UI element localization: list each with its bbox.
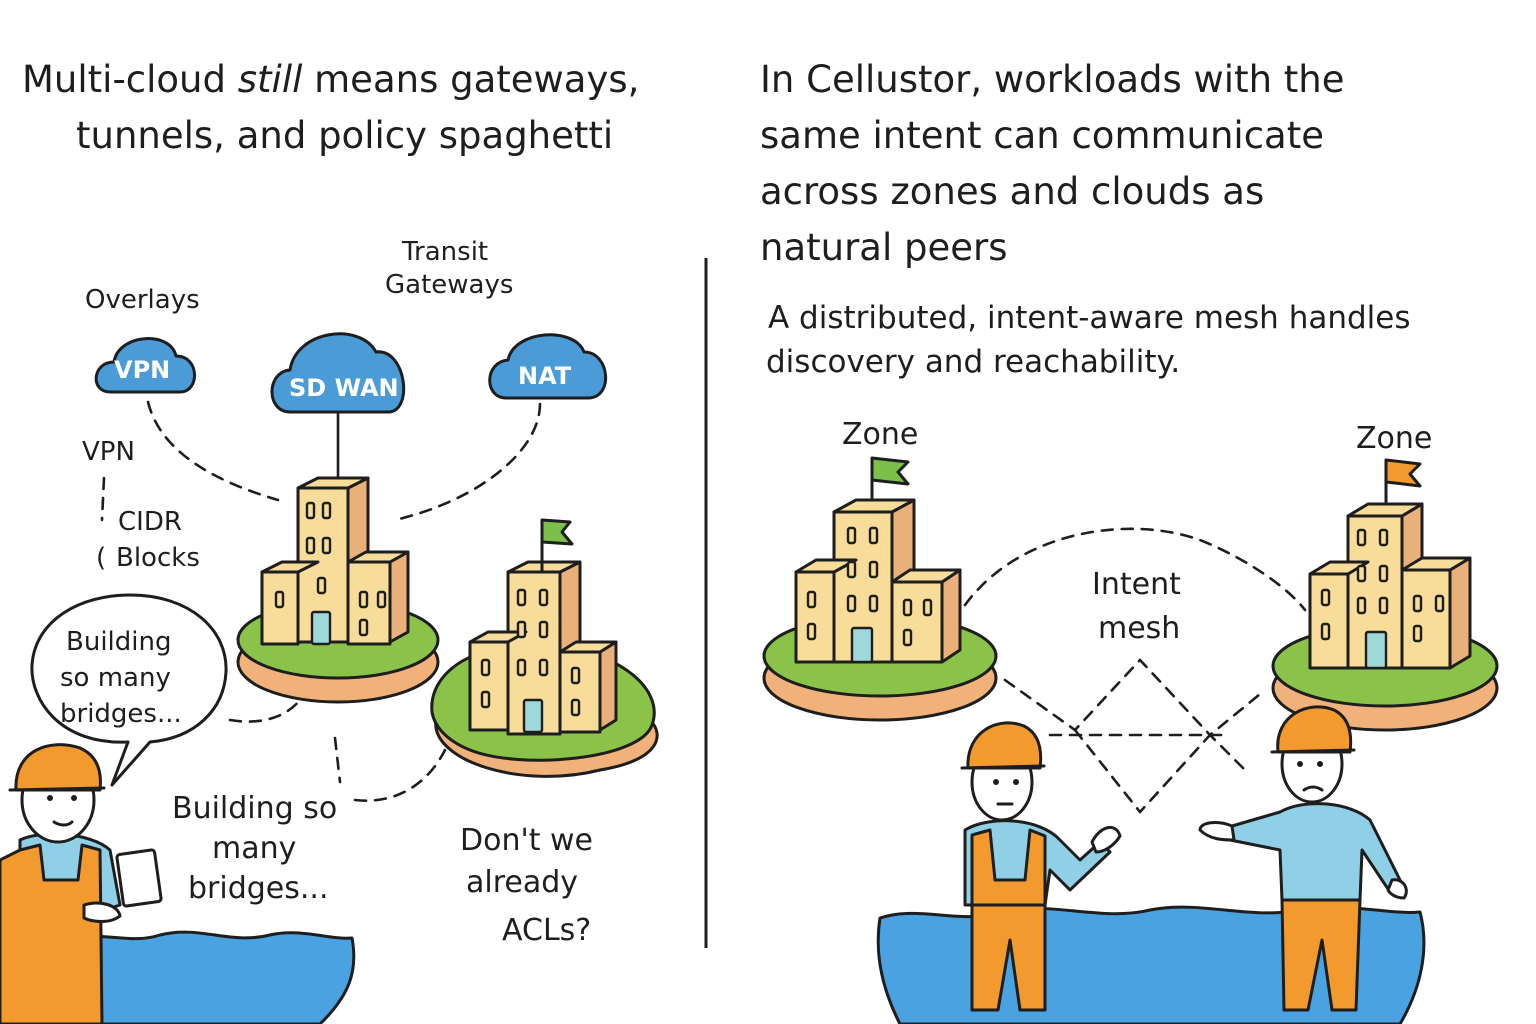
acl-line1: Don't we (460, 823, 593, 858)
zone-left-building (762, 456, 998, 722)
mesh-label-line2: mesh (1098, 611, 1180, 646)
left-panel: Multi-cloud still means gateways, tunnel… (0, 58, 659, 1024)
left-title-line1: Multi-cloud still means gateways, (22, 58, 639, 101)
water-left (68, 930, 356, 1024)
island-building-a (236, 476, 440, 704)
bubble-line3: bridges... (60, 699, 182, 729)
vpn-label: VPN (82, 437, 135, 467)
left-title-line2: tunnels, and policy spaghetti (76, 114, 613, 157)
svg-text:(: ( (96, 543, 106, 573)
mesh-label-line1: Intent (1092, 567, 1181, 602)
bridges-line1: Building so (172, 791, 337, 826)
right-panel: In Cellustor, workloads with the same in… (760, 58, 1499, 1024)
right-sub-line1: A distributed, intent-aware mesh handles (768, 300, 1411, 336)
transit-label-line2: Gateways (385, 270, 513, 300)
right-title-line1: In Cellustor, workloads with the (760, 58, 1345, 101)
cloud-vpn-label: VPN (114, 356, 170, 384)
speech-bubble: Building so many bridges... (30, 593, 228, 787)
overlays-label: Overlays (85, 285, 200, 315)
island-building-b (430, 518, 659, 778)
acl-line3: ACLs? (502, 913, 591, 948)
cloud-nat-label: NAT (518, 362, 572, 390)
transit-label-line1: Transit (401, 237, 488, 267)
cloud-nat-icon: NAT (488, 333, 607, 400)
cloud-vpn-icon: VPN (94, 337, 196, 394)
right-sub-line2: discovery and reachability. (766, 344, 1180, 380)
cidr-label-line2: Blocks (116, 543, 200, 573)
cloud-sdwan-label: SD WAN (289, 374, 399, 402)
cidr-label-line1: CIDR (118, 507, 182, 537)
zone-label-right: Zone (1356, 421, 1432, 456)
right-title-line2: same intent can communicate (760, 114, 1324, 157)
worker-left (0, 743, 163, 1024)
cloud-sdwan-icon: SD WAN (270, 332, 406, 414)
zone-label-left: Zone (842, 417, 918, 452)
bubble-line2: so many (60, 663, 171, 693)
right-title-line4: natural peers (760, 226, 1008, 269)
worker-mid (960, 721, 1122, 1012)
bridges-line3: bridges... (188, 871, 329, 906)
worker-right (1198, 705, 1408, 1012)
bridges-line2: many (212, 831, 296, 866)
acl-line2: already (466, 865, 578, 900)
zone-right-building (1271, 458, 1499, 732)
right-title-line3: across zones and clouds as (760, 170, 1264, 213)
bubble-line1: Building (66, 627, 171, 657)
